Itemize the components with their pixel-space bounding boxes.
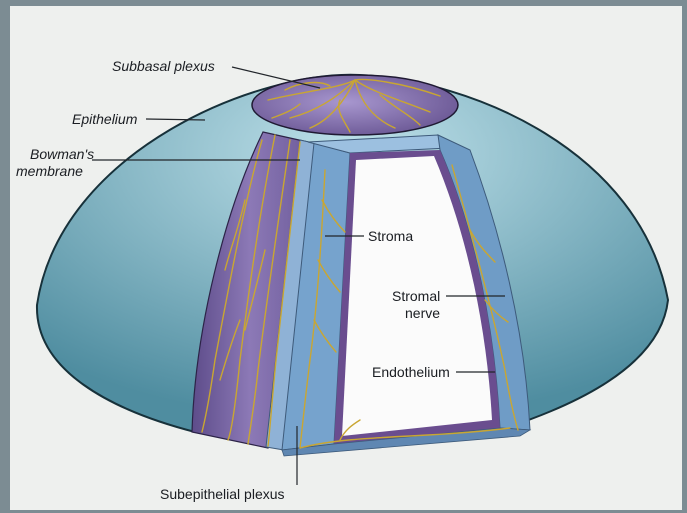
label-endothelium: Endothelium xyxy=(372,364,450,381)
label-bowmans-membrane-line1: Bowman's xyxy=(30,146,94,163)
label-subbasal-plexus: Subbasal plexus xyxy=(112,58,215,75)
label-subepithelial-plexus: Subepithelial plexus xyxy=(160,486,285,503)
label-stromal-nerve-line1: Stromal xyxy=(392,288,440,305)
label-stromal-nerve-line2: nerve xyxy=(405,305,440,322)
label-epithelium: Epithelium xyxy=(72,111,137,128)
label-stroma: Stroma xyxy=(368,228,413,245)
subbasal-top-disc xyxy=(252,75,458,135)
label-bowmans-membrane-line2: membrane xyxy=(16,163,83,180)
